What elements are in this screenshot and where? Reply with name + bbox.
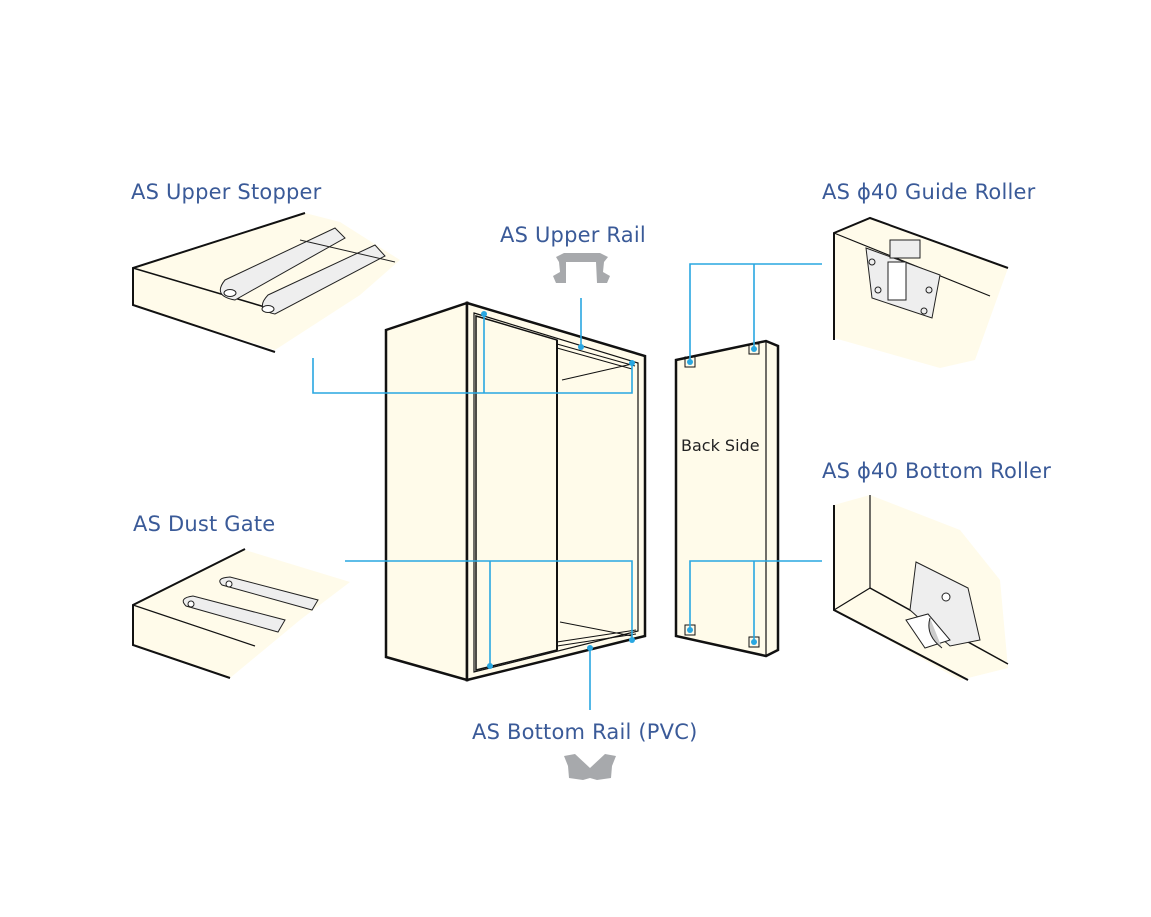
leader-guide-roller [689, 263, 822, 362]
upper-stopper-edge [132, 212, 306, 353]
leader-upper-stopper [312, 314, 633, 394]
upper-rail-profile-icon [553, 253, 610, 283]
cabinet [384, 301, 647, 682]
label-upper-rail: AS Upper Rail [500, 223, 646, 247]
sliding-door [475, 314, 558, 671]
guide-roller-detail [833, 216, 1009, 368]
leader-dust-gate [345, 560, 633, 666]
bottom-rail-profile-icon [564, 754, 616, 780]
dust-gate-icon [182, 576, 319, 633]
label-guide-roller: AS ϕ40 Guide Roller [822, 180, 1036, 204]
label-bottom-rail: AS Bottom Rail (PVC) [472, 720, 698, 744]
label-bottom-roller: AS ϕ40 Bottom Roller [822, 459, 1052, 483]
label-back-side: Back Side [681, 436, 760, 455]
upper-stopper-detail [132, 212, 400, 353]
back-panel [674, 339, 780, 658]
bottom-roller-detail [833, 495, 1009, 681]
cabinet-side [384, 301, 469, 682]
label-upper-stopper: AS Upper Stopper [131, 180, 322, 204]
stopper-icon [219, 227, 396, 315]
leader-lines [312, 263, 822, 710]
dust-gate-detail [132, 548, 350, 679]
label-dust-gate: AS Dust Gate [133, 512, 276, 536]
leader-bottom-roller [689, 560, 822, 642]
leader-dots [481, 311, 757, 669]
